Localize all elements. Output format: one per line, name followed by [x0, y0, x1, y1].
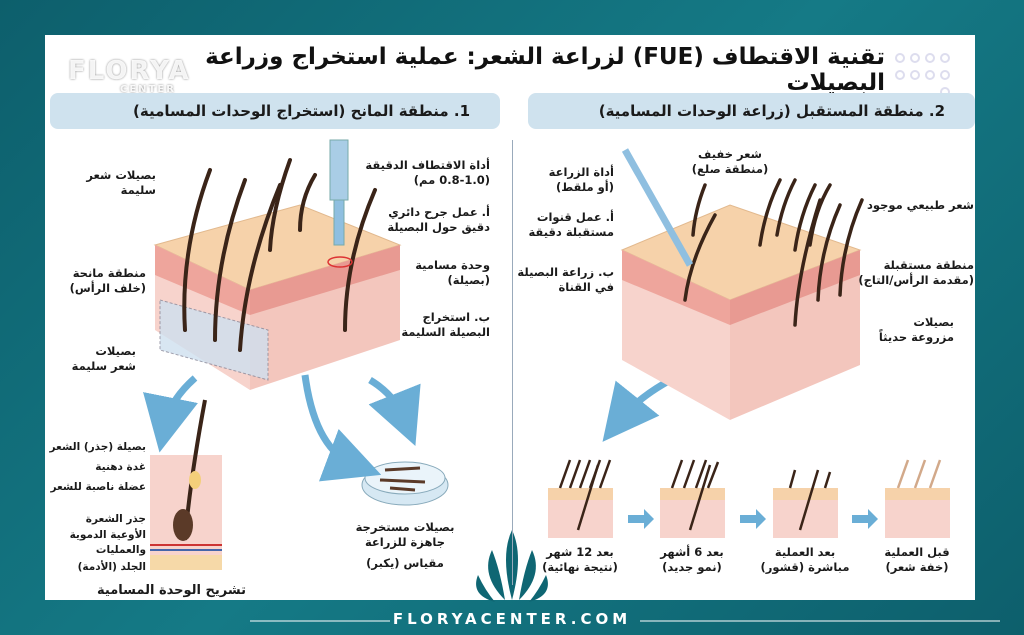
anatomy-sebaceous-gland: غدة دهنية [95, 461, 146, 473]
label-existing-hair: شعر طبيعي موجود [866, 198, 974, 212]
watermark-sub: CENTER [120, 84, 176, 95]
anatomy-caption: تشريح الوحدة المسامية [97, 583, 246, 598]
label-donor-area: منطقة مانحة(خلف الرأس) [69, 266, 146, 295]
anatomy-bulb: بصيلة (جذر) الشعر [49, 441, 147, 453]
stage-12-months: بعد 12 شهر(نتيجة نهائية) [542, 545, 618, 574]
donor-skin-block [153, 139, 402, 390]
anatomy-blood-vessels: الأوعية الدموية [69, 529, 146, 541]
flow-arrows [143, 371, 682, 482]
watermark-brand: FLORYA [68, 56, 191, 86]
footer-website: FLORYACENTER.COM [392, 610, 632, 628]
anatomy-dermis: الجلد (الأدمة) [77, 561, 146, 573]
label-thin-hair: شعر خفيف(منطقة صلع) [691, 147, 769, 176]
label-punch-tool: أداة الاقتطاف الدقيقة(0.8-1.0 مم) [365, 158, 490, 187]
recipient-skin-block [620, 148, 864, 420]
anatomy-hair-root: جذر الشعرة [85, 513, 146, 525]
petri-dish-illustration [361, 461, 449, 506]
stage-illustrations [548, 459, 950, 538]
stage-before-surgery: قبل العملية(خفة شعر) [884, 545, 950, 574]
recipient-section-header: 2. منطقة المستقبل (زراعة الوحدات المسامي… [528, 93, 975, 129]
stage-6-months: بعد 6 أشهر(نمو جديد) [660, 545, 724, 574]
follicle-anatomy-illustration [150, 399, 222, 570]
anatomy-processes: والعمليات [95, 544, 146, 556]
donor-section-header: 1. منطقة المانح (استخراج الوحدات المسامي… [50, 93, 500, 129]
label-recipient-area: منطقة مستقبلة(مقدمة الرأس/التاج) [858, 258, 974, 287]
label-implant-tool: أداة الزراعة(أو ملقط) [548, 165, 614, 194]
anatomy-arrector-muscle: عضلة ناصبة للشعر [50, 481, 146, 493]
label-follicular-unit: وحدة مسامية(بصيلة) [415, 258, 490, 287]
section-divider [512, 140, 513, 585]
page-title: تقنية الاقتطاف (FUE) لزراعة الشعر: عملية… [205, 44, 885, 96]
